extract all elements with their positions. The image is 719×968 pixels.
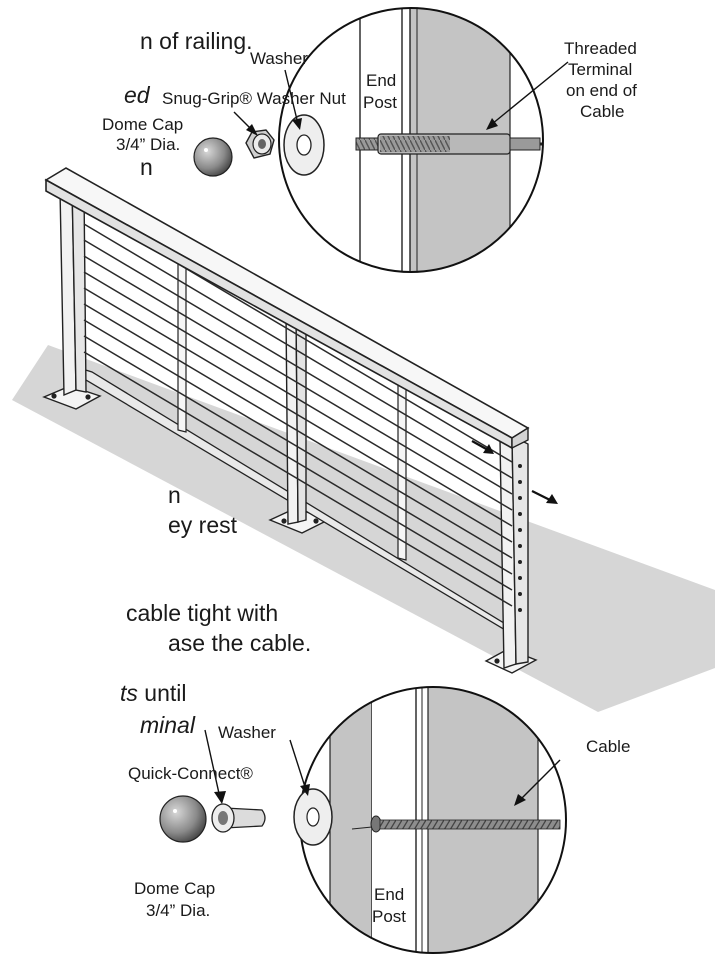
- body-text-line-6: cable tight with: [126, 600, 279, 626]
- top-dome-cap-dia-label: 3/4” Dia.: [116, 135, 181, 154]
- body-text-line-3: n: [140, 154, 153, 180]
- cable-railing: [42, 167, 558, 674]
- bottom-end-post-label-2: Post: [372, 907, 407, 926]
- body-text-line-4: n: [168, 482, 181, 508]
- body-text-line-8-rest: until: [137, 680, 187, 706]
- body-text-line-9: minal: [140, 712, 195, 738]
- cables: [83, 207, 513, 607]
- direction-arrows: [471, 440, 558, 504]
- top-dome-cap-label: Dome Cap: [102, 115, 184, 134]
- bottom-cable-label: Cable: [586, 737, 631, 756]
- top-washer-nut-label: Snug-Grip® Washer Nut: [162, 89, 346, 108]
- top-hardware: [193, 114, 325, 177]
- body-text-line-1: n of railing.: [140, 28, 253, 54]
- ground-plane: [12, 345, 715, 712]
- bottom-dome-cap-dia-label: 3/4” Dia.: [146, 901, 211, 920]
- top-terminal-label-1: Threaded: [564, 39, 637, 58]
- body-text-line-7: ase the cable.: [168, 630, 312, 656]
- bottom-quick-connect-label: Quick-Connect®: [128, 764, 253, 783]
- body-text-line-8: ts until: [120, 680, 186, 707]
- top-end-post-label-2: Post: [363, 93, 398, 112]
- top-end-post-label-1: End: [366, 71, 397, 90]
- bottom-dome-cap-label: Dome Cap: [134, 879, 216, 898]
- bottom-hardware: [159, 788, 333, 846]
- post-cable-holes: [518, 464, 522, 612]
- bottom-washer-label: Washer: [218, 723, 276, 742]
- body-text-line-8-italic: ts: [120, 680, 138, 706]
- bottom-callout-arrows: [204, 729, 561, 801]
- body-text-line-2: ed: [124, 82, 150, 108]
- top-terminal-label-3: on end of: [566, 81, 637, 100]
- top-rail: [44, 167, 530, 450]
- body-text-line-5: ey rest: [168, 512, 238, 538]
- top-washer-label: Washer: [250, 49, 308, 68]
- bottom-end-post-label-1: End: [374, 885, 405, 904]
- top-terminal-label-2: Terminal: [568, 60, 633, 79]
- top-terminal-label-4: Cable: [580, 102, 625, 121]
- bottom-detail-callout: [299, 686, 567, 954]
- top-detail-callout: [278, 7, 544, 273]
